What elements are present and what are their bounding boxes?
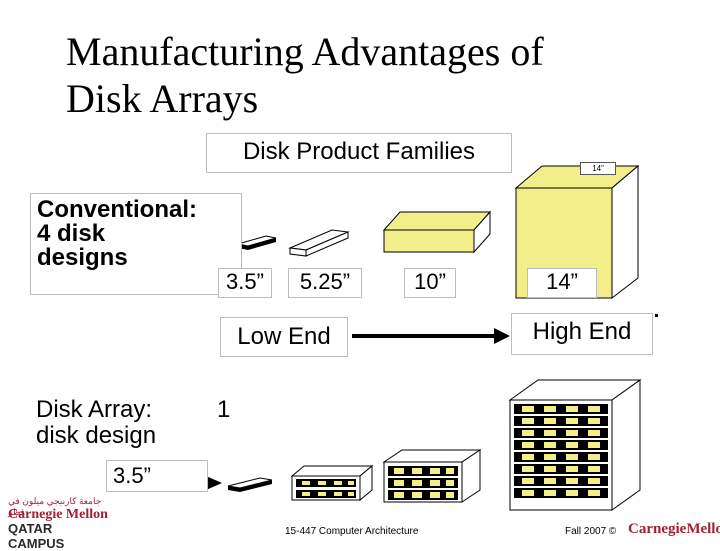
disk-35-icon bbox=[237, 235, 277, 250]
logo-campus-text: QATAR CAMPUS bbox=[8, 521, 65, 551]
disk-525-icon bbox=[288, 229, 350, 257]
conventional-label: Conventional: 4 disk designs bbox=[37, 196, 197, 271]
size-label-10: 10” bbox=[404, 268, 456, 298]
logo-arabic-text: جامعة كارنيجي ميلون في قطر bbox=[8, 496, 102, 517]
slide-title: Manufacturing Advantages of Disk Arrays bbox=[66, 28, 686, 122]
array-medium-icon bbox=[382, 449, 482, 503]
footer-course: 15-447 Computer Architecture bbox=[285, 526, 419, 537]
families-label: Disk Product Families bbox=[242, 138, 476, 165]
slide-title-line2: Disk Arrays bbox=[66, 76, 259, 121]
array-disk-icon bbox=[227, 477, 273, 492]
footer-term: Fall 2007 © bbox=[565, 526, 617, 537]
high-end-label: High End bbox=[532, 318, 632, 345]
high-end-box: High End bbox=[511, 313, 653, 355]
low-end-box: Low End bbox=[220, 317, 348, 357]
conventional-box: Conventional: 4 disk designs bbox=[30, 193, 242, 295]
cmu-qatar-logo: جامعة كارنيجي ميلون في قطر Carnegie Mell… bbox=[8, 496, 108, 551]
size-label-bottom: 3.5” bbox=[106, 460, 208, 492]
families-box: Disk Product Families bbox=[206, 133, 512, 173]
slide-title-line1: Manufacturing Advantages of bbox=[66, 29, 544, 74]
dimension-tag: 14” bbox=[580, 162, 616, 175]
size-label-14: 14” bbox=[527, 268, 597, 298]
size-label-525: 5.25” bbox=[288, 268, 362, 298]
logo-cmu-text: Carnegie Mellon bbox=[8, 507, 108, 522]
size-label-bottom-text: 3.5” bbox=[113, 463, 151, 488]
disk-array-label: Disk Array: disk design bbox=[36, 396, 157, 449]
range-arrow bbox=[352, 314, 658, 344]
disk-10-icon bbox=[382, 210, 492, 254]
low-end-label: Low End bbox=[237, 323, 331, 350]
size-label-35: 3.5” bbox=[218, 268, 272, 298]
array-large-icon bbox=[508, 379, 642, 511]
disk-array-count: 1 bbox=[217, 396, 231, 423]
array-small-icon bbox=[290, 464, 374, 502]
